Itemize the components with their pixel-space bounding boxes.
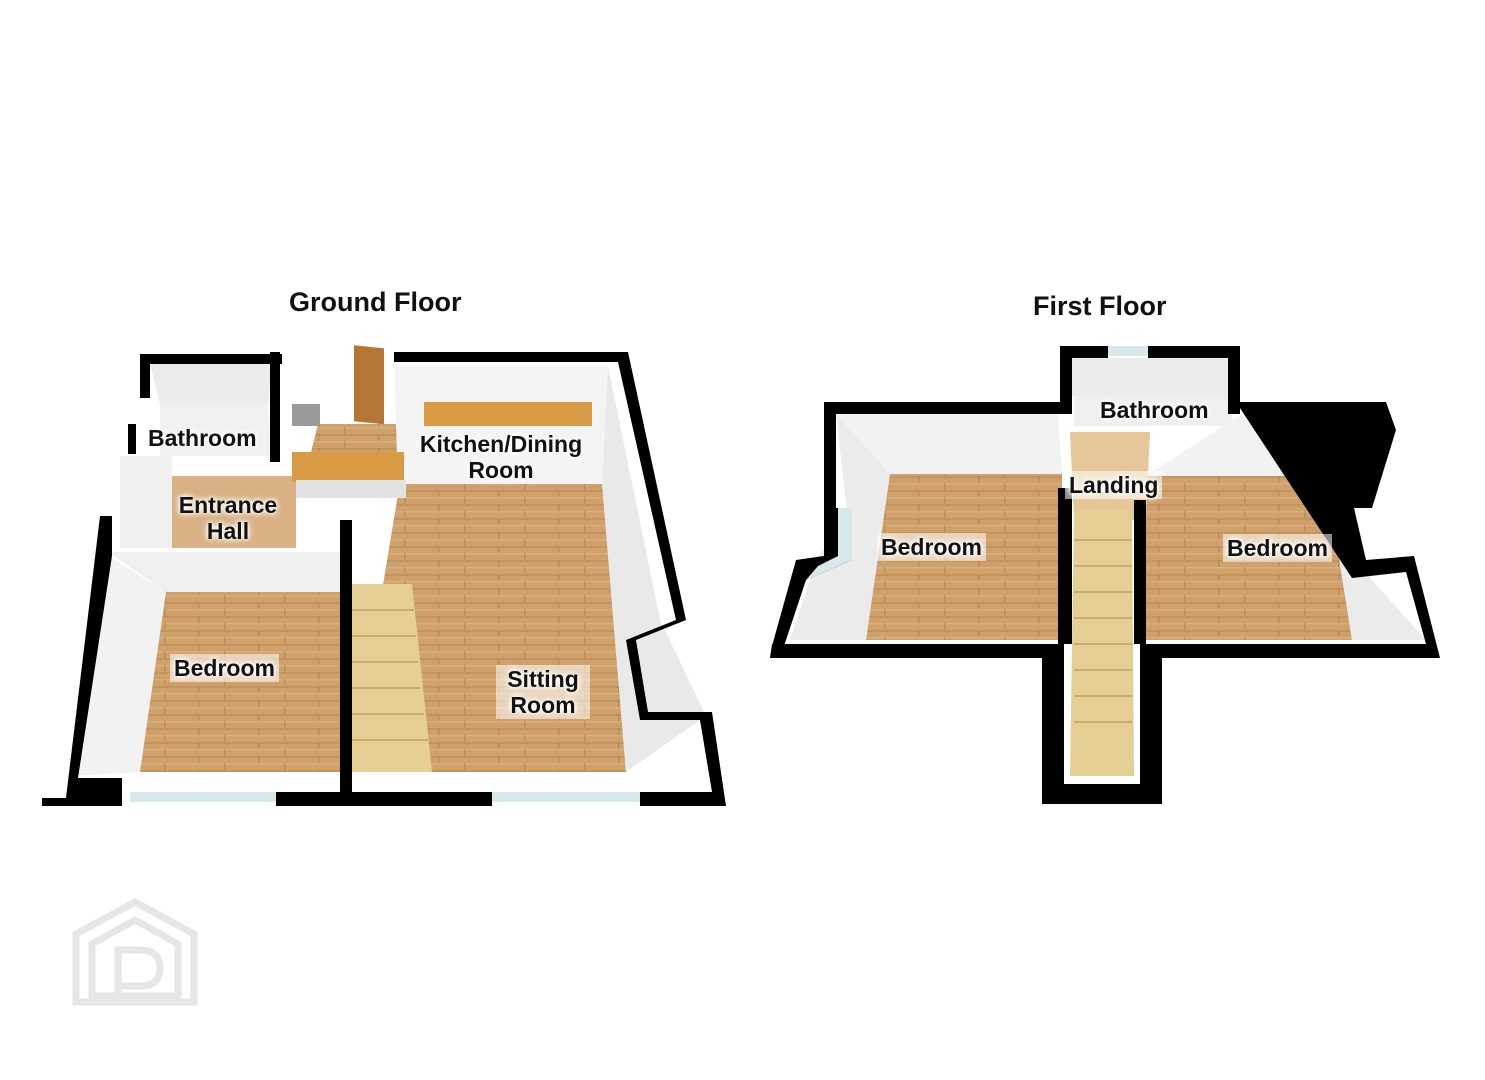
kitchen-cupboards bbox=[296, 480, 406, 498]
bathroom-floor bbox=[160, 402, 272, 456]
sitting-room-right-wall bbox=[602, 366, 706, 772]
bathroom-back-wall bbox=[1072, 358, 1228, 396]
first-bathroom-label: Bathroom bbox=[1100, 397, 1209, 423]
left-bedroom-back-wall bbox=[836, 414, 1062, 474]
ground-bedroom-label: Bedroom bbox=[170, 654, 279, 682]
landing-label: Landing bbox=[1065, 471, 1163, 499]
bedroom-left-wall bbox=[70, 556, 166, 776]
first-floor-windows bbox=[806, 346, 1148, 580]
ground-floor-title: Ground Floor bbox=[289, 287, 462, 317]
kitchen-dining-room-label: Kitchen/Dining Room bbox=[419, 431, 583, 483]
bedroom-back-wall bbox=[108, 552, 340, 592]
hall-wall bbox=[120, 456, 172, 548]
first-left-bedroom-label: Bedroom bbox=[877, 533, 986, 561]
ground-floor-plan bbox=[42, 345, 726, 806]
first-bathroom-floor bbox=[1074, 394, 1232, 426]
ground-floor-walls bbox=[42, 352, 726, 806]
ground-floor-windows bbox=[130, 792, 640, 802]
ground-bathroom-label: Bathroom bbox=[148, 425, 257, 451]
first-floor-walls bbox=[770, 346, 1440, 804]
kitchen-worktop-island bbox=[292, 452, 404, 482]
hall-floor bbox=[170, 476, 296, 548]
kitchen-worktop-back bbox=[424, 402, 592, 426]
sitting-room-label: Sitting Room bbox=[496, 665, 590, 719]
bathroom-wall bbox=[150, 364, 272, 404]
first-right-bedroom-label: Bedroom bbox=[1223, 534, 1332, 562]
front-door bbox=[354, 345, 384, 425]
left-bedroom-left-wall bbox=[790, 414, 890, 640]
watermark-logo-icon bbox=[72, 898, 198, 1006]
hob bbox=[292, 404, 320, 426]
entrance-hall-label: Entrance Hall bbox=[178, 492, 278, 544]
ground-staircase bbox=[352, 584, 432, 772]
first-floor-title: First Floor bbox=[1033, 291, 1167, 321]
